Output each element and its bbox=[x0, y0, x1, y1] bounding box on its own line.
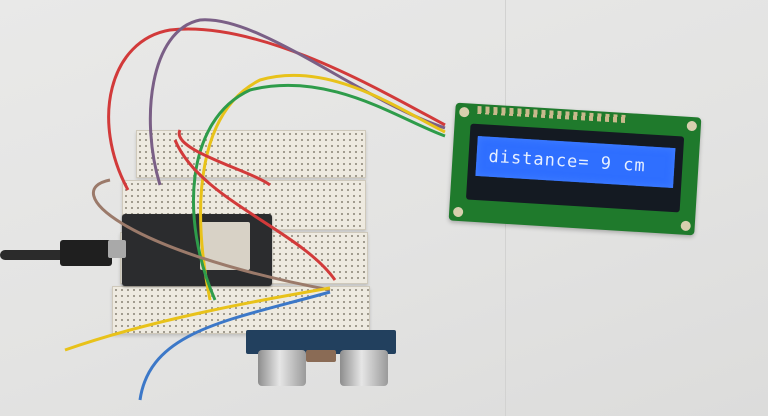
esp32-board bbox=[108, 214, 272, 286]
ultrasonic-transducer-right bbox=[340, 350, 388, 386]
esp32-module bbox=[200, 222, 250, 270]
ultrasonic-transducer-left bbox=[258, 350, 306, 386]
usb-plug bbox=[60, 240, 112, 266]
usb-port bbox=[108, 240, 126, 258]
breadboard-top bbox=[136, 130, 366, 178]
crystal-oscillator bbox=[306, 350, 336, 362]
usb-cable bbox=[0, 250, 112, 260]
